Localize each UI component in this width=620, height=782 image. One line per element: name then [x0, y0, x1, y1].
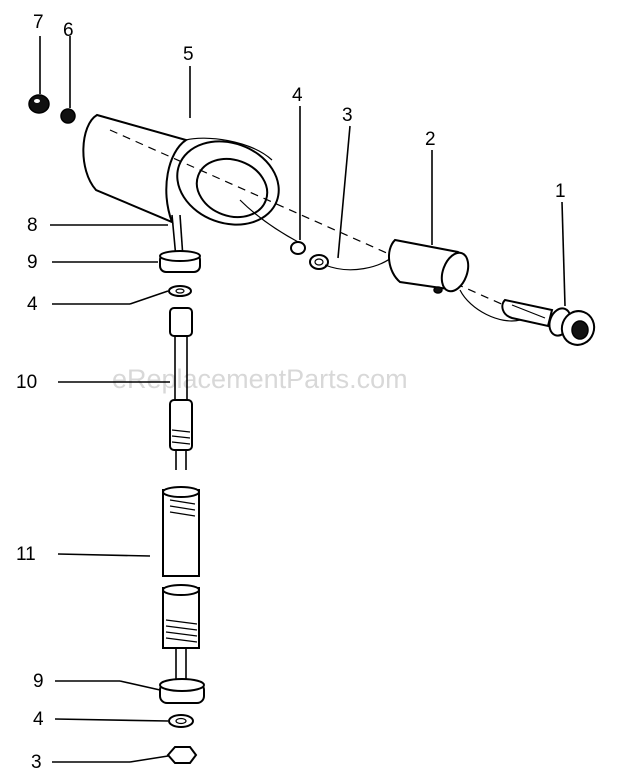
center-axis-line	[109, 129, 561, 331]
callout-4-mid: 4	[27, 294, 38, 315]
part-9-spacer-top	[159, 250, 201, 273]
part-1-bulb	[501, 298, 596, 346]
watermark-text: eReplacementParts.com	[112, 364, 408, 394]
callout-1: 1	[555, 181, 566, 202]
part-7-nut	[28, 94, 50, 114]
part-11-coupling-lower	[162, 584, 200, 682]
leader-lines	[39, 36, 566, 763]
part-5-housing	[82, 113, 280, 226]
callout-10: 10	[16, 372, 37, 393]
part-10-nipple	[169, 307, 193, 470]
part-2-socket	[388, 238, 470, 294]
part-9-spacer-bottom	[159, 678, 205, 704]
part-3-nut-bottom	[166, 746, 198, 764]
callout-5: 5	[183, 44, 194, 65]
bulb-wire	[459, 289, 521, 322]
callout-11: 11	[16, 544, 36, 565]
callout-3-bottom: 3	[31, 752, 42, 773]
callout-6: 6	[63, 20, 74, 41]
part-4-washer-bottom	[168, 714, 194, 728]
part-6-screw	[60, 108, 76, 124]
housing-wire	[239, 199, 301, 244]
callout-8: 8	[27, 215, 38, 236]
callout-4-top: 4	[292, 85, 303, 106]
callout-9-bottom: 9	[33, 671, 44, 692]
part-11-coupling-upper	[162, 486, 200, 577]
callout-3-top: 3	[342, 105, 353, 126]
part-4-washer-top	[290, 241, 306, 255]
socket-wire	[324, 254, 396, 271]
callout-7: 7	[33, 12, 44, 33]
callout-2: 2	[425, 129, 436, 150]
callout-9-top: 9	[27, 252, 38, 273]
part-4-washer-mid	[168, 285, 192, 297]
callout-4-bottom: 4	[33, 709, 44, 730]
part-3-nut-top	[309, 254, 329, 270]
